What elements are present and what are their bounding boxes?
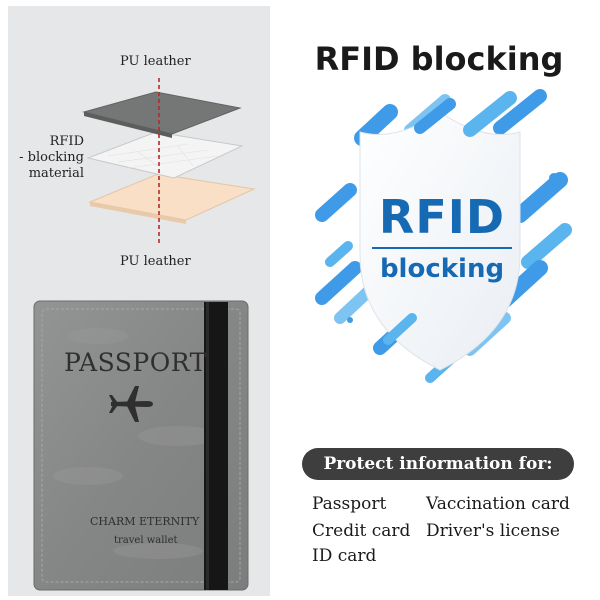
rfid-layer-label-line: material — [28, 166, 84, 181]
main-title: RFID blocking — [314, 40, 564, 78]
passport-title: PASSPORT — [64, 348, 207, 377]
protect-banner: Protect information for: — [302, 448, 574, 480]
passport-brand: CHARM ETERNITY — [90, 515, 200, 528]
shield-rfid-text: RFID — [378, 190, 506, 244]
list-item: Driver's license — [426, 521, 560, 541]
top-leather-layer — [82, 91, 242, 135]
protect-heading: Protect information for: — [323, 454, 553, 474]
rfid-material-layer — [86, 131, 244, 179]
shield-graphic — [315, 89, 572, 383]
rfid-layer-label-line: RFID — [49, 134, 84, 149]
passport-subtitle: travel wallet — [114, 535, 178, 546]
list-item: Passport — [312, 494, 387, 514]
top-layer-label: PU leather — [120, 54, 191, 69]
passport-cover — [33, 300, 249, 591]
layers-diagram — [82, 78, 256, 246]
airplane-icon — [109, 386, 153, 422]
list-item: Credit card — [312, 521, 411, 541]
shield-blocking-text: blocking — [379, 254, 505, 284]
list-item: Vaccination card — [426, 494, 570, 514]
rfid-layer-label-line: - blocking — [19, 150, 84, 165]
list-item: ID card — [312, 546, 377, 566]
bottom-layer-label: PU leather — [120, 254, 191, 269]
